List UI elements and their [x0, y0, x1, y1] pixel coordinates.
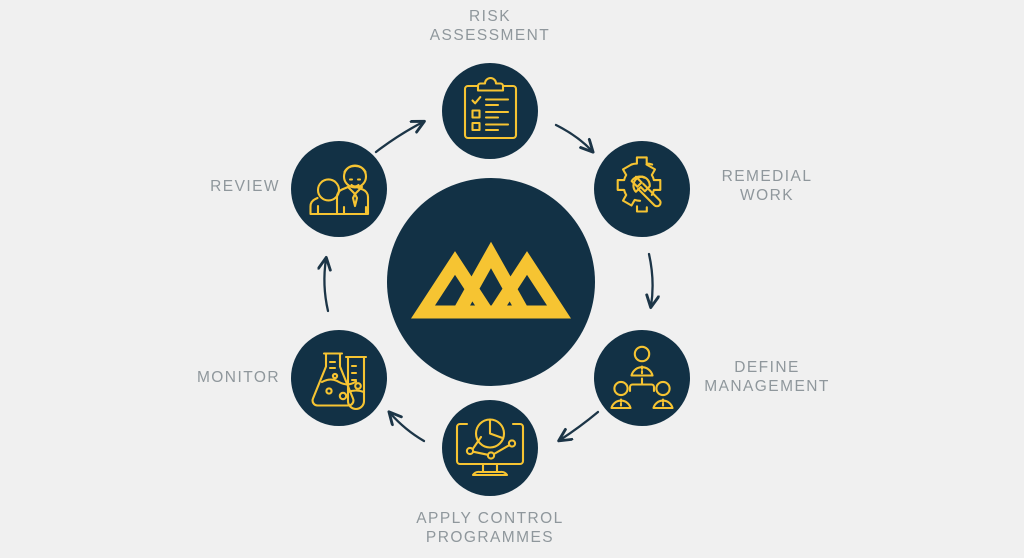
- two-people-review-icon: [309, 164, 370, 216]
- node-apply-control-programmes[interactable]: [442, 400, 538, 496]
- node-define-management[interactable]: [594, 330, 690, 426]
- center-emblem: [387, 178, 595, 386]
- arrow-risk-to-remedial: [554, 123, 592, 151]
- arrow-apply-to-monitor: [390, 413, 426, 443]
- label-define-management: DEFINE MANAGEMENT: [704, 359, 830, 395]
- arrow-monitor-to-review: [324, 259, 328, 313]
- gear-wrench-icon: [616, 156, 662, 213]
- node-risk-assessment[interactable]: [442, 63, 538, 159]
- node-review[interactable]: [291, 141, 387, 237]
- people-org-chart-icon: [610, 345, 674, 410]
- node-remedial-work[interactable]: [594, 141, 690, 237]
- mountain-logo-base: [422, 305, 560, 319]
- cycle-arrows: [324, 122, 652, 441]
- arrow-define-to-apply: [560, 410, 600, 440]
- center-emblem-circle: [387, 178, 595, 386]
- monitor-analytics-icon: [455, 418, 525, 477]
- arrow-review-to-risk: [374, 122, 423, 154]
- label-monitor: MONITOR: [196, 369, 280, 386]
- label-review: REVIEW: [210, 178, 280, 195]
- node-monitor[interactable]: [291, 330, 387, 426]
- clipboard-checklist-icon: [463, 77, 518, 140]
- label-apply-control-programmes: APPLY CONTROL PROGRAMMES: [416, 510, 564, 546]
- label-remedial-work: REMEDIAL WORK: [721, 168, 813, 204]
- node-monitor-circle[interactable]: [291, 330, 387, 426]
- label-risk-assessment: RISK ASSESSMENT: [429, 8, 551, 44]
- lab-flask-test-tube-icon: [311, 352, 368, 410]
- arrow-remedial-to-define: [649, 252, 653, 306]
